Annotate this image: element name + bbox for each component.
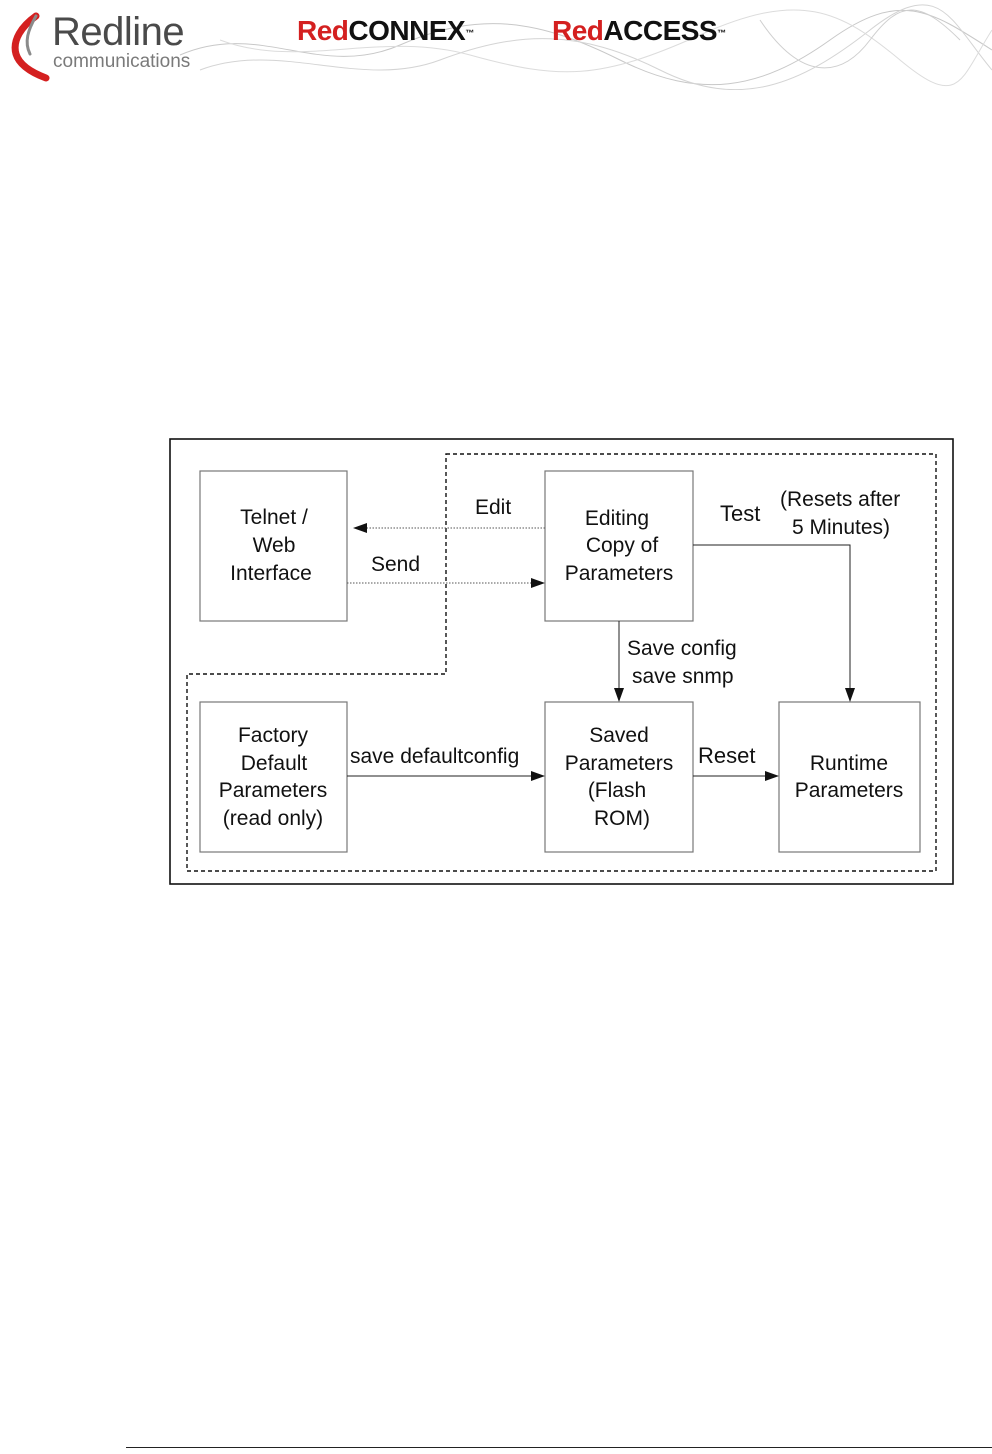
runtime-label-line1: Runtime	[810, 752, 888, 775]
edge-label-save-defaultconfig: save defaultconfig	[350, 745, 519, 768]
telnet-label-line1: Telnet /	[240, 506, 308, 529]
saved-label-line2: Parameters	[565, 752, 674, 775]
edge-label-edit: Edit	[475, 496, 511, 519]
factory-label-line1: Factory	[238, 724, 309, 747]
saved-label-line1: Saved	[589, 724, 649, 747]
telnet-label-line3: Interface	[230, 562, 312, 585]
factory-label-line4: (read only)	[223, 807, 323, 830]
telnet-label-line2: Web	[253, 534, 296, 557]
saved-label-line4: ROM)	[594, 807, 650, 830]
footer-rule	[126, 1447, 992, 1448]
edge-label-test: Test	[720, 501, 760, 526]
edge-label-test-note-line2: 5 Minutes)	[792, 516, 890, 539]
runtime-label-line2: Parameters	[795, 779, 904, 802]
editing-label-line3: Parameters	[565, 562, 674, 585]
edge-label-test-note-line1: (Resets after	[780, 488, 900, 511]
edge-label-send: Send	[371, 553, 420, 576]
edge-label-save-snmp: save snmp	[632, 665, 734, 688]
editing-label-line2: Copy of	[586, 534, 659, 557]
editing-label-line1: Editing	[585, 507, 649, 530]
edge-label-save-config: Save config	[627, 637, 737, 660]
saved-label-line3: (Flash	[588, 779, 646, 802]
node-runtime-parameters	[779, 702, 920, 852]
factory-label-line3: Parameters	[219, 779, 328, 802]
factory-label-line2: Default	[241, 752, 308, 775]
edge-label-reset: Reset	[698, 743, 755, 768]
